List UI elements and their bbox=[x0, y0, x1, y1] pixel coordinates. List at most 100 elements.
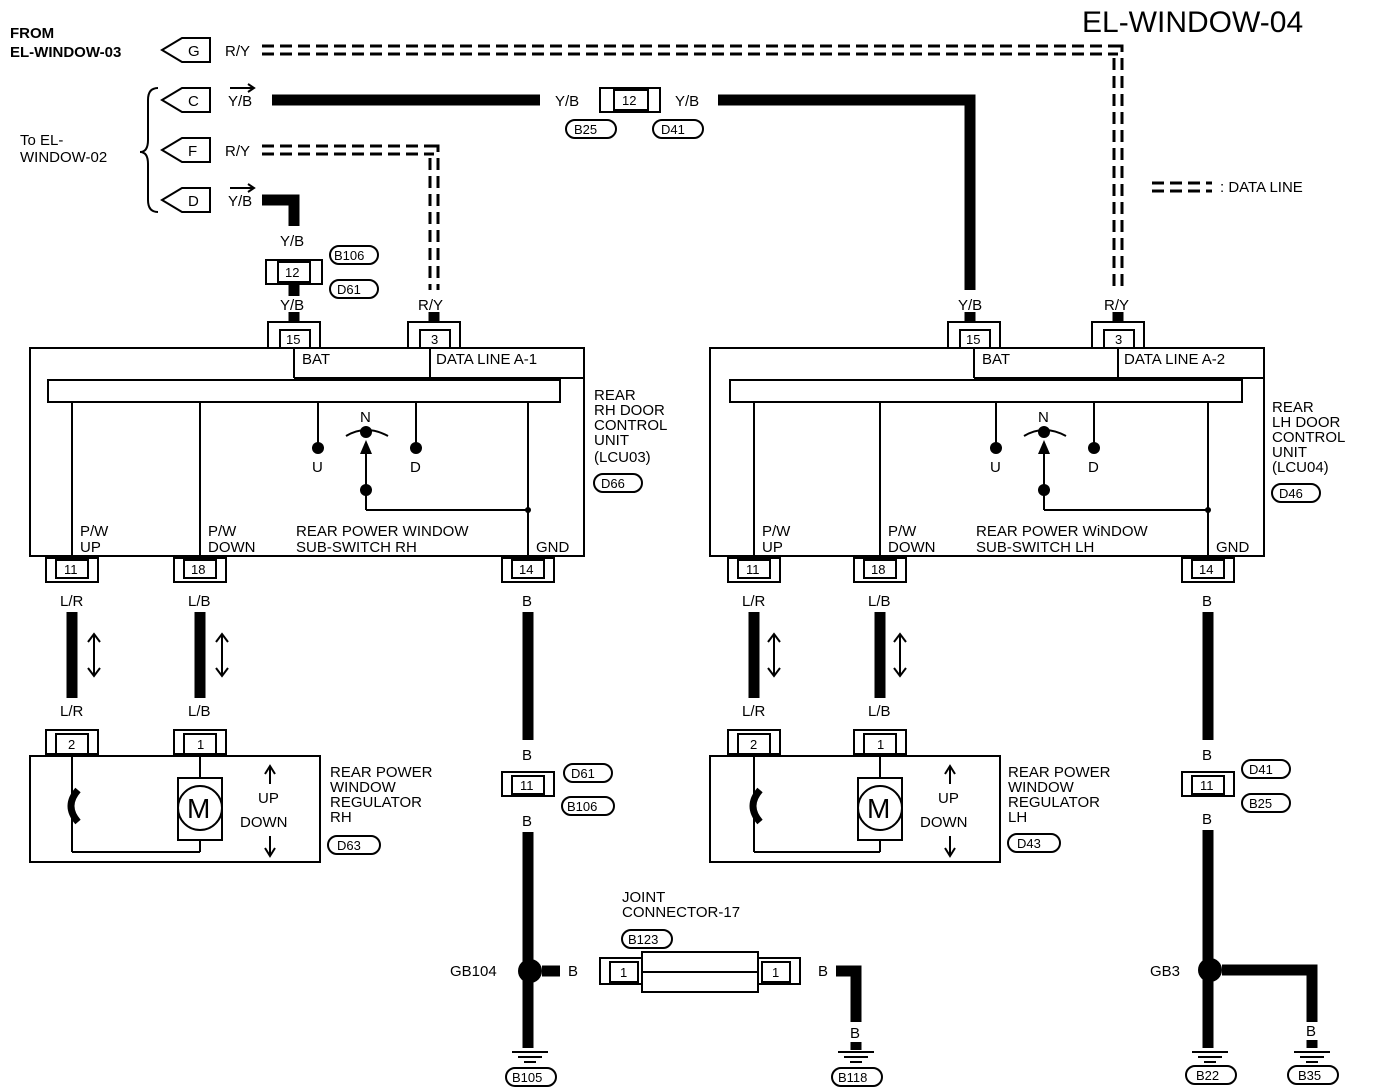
lh-pin-14: 14 bbox=[1181, 557, 1235, 583]
wire-label-d: Y/B bbox=[228, 193, 252, 210]
bidirectional-arrow-icon bbox=[215, 632, 229, 678]
svg-text:D43: D43 bbox=[1017, 836, 1041, 851]
lh-b-mid: B bbox=[1202, 747, 1212, 764]
rh-pin-11: 11 bbox=[45, 557, 99, 583]
connector-12-top: 12 bbox=[599, 87, 661, 113]
bidirectional-arrow-icon bbox=[767, 632, 781, 678]
connector-d41-bottom: D41 bbox=[1241, 759, 1291, 779]
connector-d66: D66 bbox=[593, 473, 643, 493]
lh-unit-name-1: REAR bbox=[1272, 399, 1314, 416]
to-label-1: To EL- bbox=[20, 132, 63, 149]
arrow-icon bbox=[230, 183, 256, 193]
svg-text:D41: D41 bbox=[1249, 762, 1273, 777]
lh-pw-up-2: UP bbox=[762, 539, 783, 556]
wire-label-c: Y/B bbox=[228, 93, 252, 110]
rh-unit-name-3: CONTROL bbox=[594, 417, 667, 434]
svg-text:B35: B35 bbox=[1298, 1068, 1321, 1083]
joint-name-2: CONNECTOR-17 bbox=[622, 904, 740, 921]
rh-reg-name-2: WINDOW bbox=[330, 779, 397, 796]
lh-unit-name-3: CONTROL bbox=[1272, 429, 1345, 446]
svg-text:D41: D41 bbox=[661, 122, 685, 137]
svg-text:12: 12 bbox=[285, 265, 299, 280]
rh-unit-name-4: UNIT bbox=[594, 432, 629, 449]
rh-bat-label: BAT bbox=[302, 351, 330, 368]
svg-text:14: 14 bbox=[1199, 562, 1213, 577]
svg-text:D63: D63 bbox=[337, 838, 361, 853]
rh-subswitch-1: REAR POWER WINDOW bbox=[296, 523, 469, 540]
wire-label-d3: Y/B bbox=[280, 297, 304, 314]
svg-text:2: 2 bbox=[750, 737, 757, 752]
rh-b-bottom: B bbox=[522, 1025, 532, 1042]
lh-switch-u: U bbox=[990, 459, 1001, 476]
rh-b-low: B bbox=[522, 813, 532, 830]
diagram-title: EL-WINDOW-04 bbox=[1082, 6, 1303, 39]
ground-b118-icon bbox=[838, 1051, 874, 1063]
connector-d63: D63 bbox=[327, 835, 381, 855]
ground-gb104-label: GB104 bbox=[450, 963, 497, 980]
rh-subswitch-2: SUB-SWITCH RH bbox=[296, 539, 417, 556]
rh-pin-14: 14 bbox=[501, 557, 555, 583]
connector-b105: B105 bbox=[505, 1067, 557, 1087]
svg-text:B25: B25 bbox=[574, 122, 597, 137]
lh-pw-down-1: P/W bbox=[888, 523, 917, 540]
wire-b-joint-left: B bbox=[568, 963, 578, 980]
connector-d61-top: D61 bbox=[329, 279, 379, 299]
svg-text:B118: B118 bbox=[838, 1070, 867, 1085]
lh-reg-name-4: LH bbox=[1008, 809, 1027, 826]
rh-down: DOWN bbox=[240, 814, 288, 831]
connector-b106-bottom: B106 bbox=[561, 796, 615, 816]
ground-node-gb104 bbox=[518, 959, 542, 983]
svg-text:1: 1 bbox=[197, 737, 204, 752]
svg-text:D: D bbox=[188, 193, 199, 210]
wire-label-f2: R/Y bbox=[418, 297, 443, 314]
rh-regulator: 2 1 M UP DOWN bbox=[29, 729, 321, 863]
data-line-g bbox=[262, 44, 1124, 290]
connector-d43: D43 bbox=[1007, 833, 1061, 853]
lh-switch-n: N bbox=[1038, 409, 1049, 426]
svg-text:14: 14 bbox=[519, 562, 533, 577]
wire-label-d2: Y/B bbox=[280, 233, 304, 250]
svg-text:11: 11 bbox=[520, 778, 534, 793]
lh-unit-name-2: LH DOOR bbox=[1272, 414, 1341, 431]
svg-text:2: 2 bbox=[68, 737, 75, 752]
lh-bat-label: BAT bbox=[982, 351, 1010, 368]
svg-text:1: 1 bbox=[877, 737, 884, 752]
svg-text:11: 11 bbox=[746, 562, 760, 577]
to-bracket bbox=[139, 87, 159, 213]
to-label-2: WINDOW-02 bbox=[20, 149, 107, 166]
rh-switch-n: N bbox=[360, 409, 371, 426]
rh-motor: M bbox=[187, 793, 210, 824]
rh-pw-up-2: UP bbox=[80, 539, 101, 556]
connector-b22: B22 bbox=[1185, 1065, 1237, 1085]
lh-lr-top: L/R bbox=[742, 593, 766, 610]
ground-b105-icon bbox=[512, 1051, 548, 1063]
rh-lr-bottom: L/R bbox=[60, 703, 84, 720]
lh-unit-name-4: UNIT bbox=[1272, 444, 1307, 461]
rh-lr-top: L/R bbox=[60, 593, 84, 610]
svg-text:D66: D66 bbox=[601, 476, 625, 491]
lh-pin-15: 15 bbox=[966, 332, 980, 347]
svg-text:B22: B22 bbox=[1196, 1068, 1219, 1083]
lh-lb-bottom: L/B bbox=[868, 703, 891, 720]
rh-reg-name-3: REGULATOR bbox=[330, 794, 422, 811]
from-label: FROM bbox=[10, 25, 54, 42]
wire-d bbox=[262, 194, 300, 226]
legend-label: : DATA LINE bbox=[1220, 179, 1303, 196]
lh-regulator: 2 1 M UP DOWN bbox=[709, 729, 1001, 863]
lh-pw-up-1: P/W bbox=[762, 523, 791, 540]
svg-text:18: 18 bbox=[871, 562, 885, 577]
lh-pw-down-2: DOWN bbox=[888, 539, 936, 556]
joint-name-1: JOINT bbox=[622, 889, 665, 906]
wire-label-c3: Y/B bbox=[675, 93, 699, 110]
down-arrow-icon bbox=[264, 836, 276, 858]
wire-label-g: R/Y bbox=[225, 43, 250, 60]
rh-b-top: B bbox=[522, 593, 532, 610]
svg-text:11: 11 bbox=[64, 562, 78, 577]
svg-text:18: 18 bbox=[191, 562, 205, 577]
lh-switch-d: D bbox=[1088, 459, 1099, 476]
rh-reg-name-1: REAR POWER bbox=[330, 764, 433, 781]
up-arrow-icon bbox=[944, 764, 956, 784]
connector-d61-bottom: D61 bbox=[563, 763, 613, 783]
rh-pw-down-1: P/W bbox=[208, 523, 237, 540]
connector-d46: D46 bbox=[1271, 483, 1321, 503]
